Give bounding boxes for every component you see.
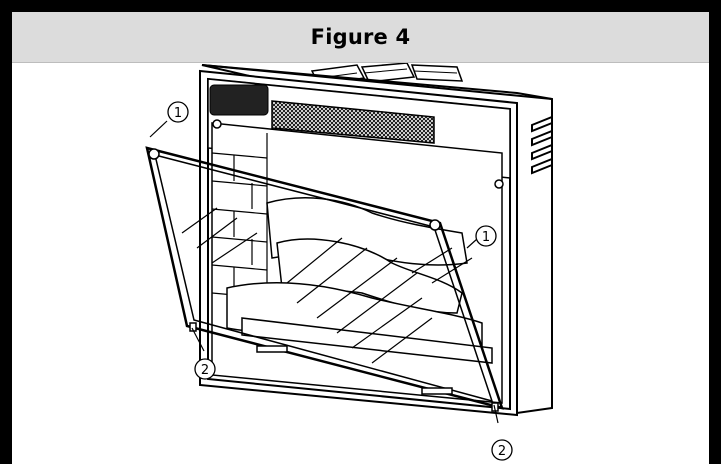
- left-light-panel: [209, 84, 269, 116]
- heater-mesh: [271, 100, 435, 144]
- firebox: [211, 122, 503, 404]
- glass-front-panel: [145, 146, 504, 410]
- screw-heads: [148, 119, 504, 231]
- figure-header: Figure 4: [12, 12, 709, 63]
- callout-leaders: [149, 120, 499, 424]
- callout-1-right: 1: [475, 225, 497, 247]
- callout-2-bottom-left: 2: [194, 358, 216, 380]
- svg-text:2: 2: [498, 444, 506, 459]
- figure-title: Figure 4: [310, 25, 411, 49]
- top-vent-grille: [310, 63, 464, 86]
- side-louvers: [531, 115, 553, 175]
- callout-1-top-left: 1: [167, 101, 189, 123]
- svg-text:1: 1: [482, 230, 490, 245]
- callout-2-bottom-right: 2: [491, 439, 513, 461]
- screw-top-right: [429, 219, 441, 231]
- svg-text:1: 1: [174, 106, 182, 121]
- svg-text:2: 2: [201, 363, 209, 378]
- screw-top-left: [148, 148, 160, 160]
- bottom-tabs: [189, 322, 499, 412]
- fireplace-illustration: 1 1 2 2: [12, 63, 709, 464]
